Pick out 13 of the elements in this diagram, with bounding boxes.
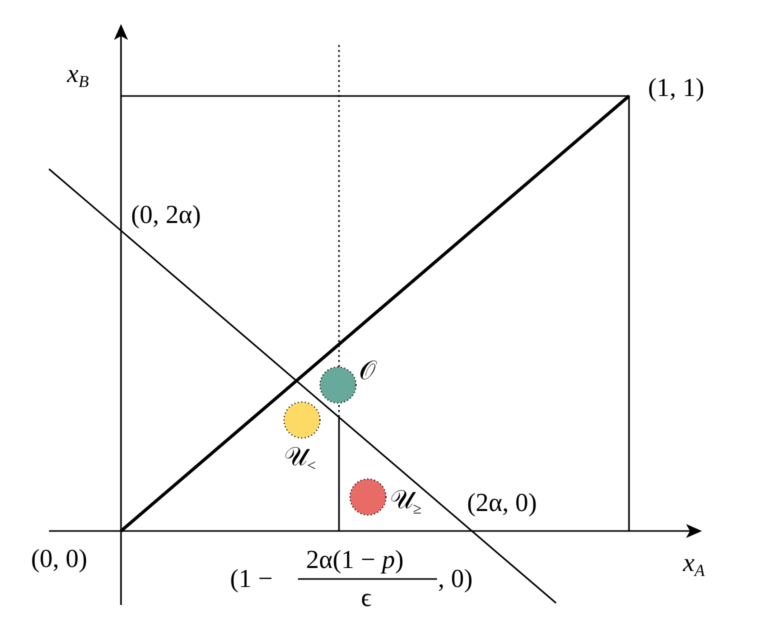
coordinate-label: (2α, 0) bbox=[467, 489, 537, 518]
region-label: 𝒰$_{<}$ bbox=[283, 441, 317, 476]
expression-text: , 0) bbox=[438, 565, 473, 594]
fraction-denominator: ϵ bbox=[361, 584, 372, 613]
region-label: 𝒪 bbox=[358, 355, 378, 387]
coordinate-label: (0, 2α) bbox=[131, 201, 201, 230]
region-label: 𝒰$_{≥}$ bbox=[389, 484, 423, 519]
fraction-numerator: 2α(1 − p) bbox=[306, 546, 404, 575]
coordinate-label: (1, 1) bbox=[648, 74, 704, 103]
axis-label: x$_{B}$ bbox=[67, 60, 89, 89]
expression-text: (1 − bbox=[230, 565, 273, 594]
coordinate-label: (0, 0) bbox=[31, 545, 88, 574]
axis-label: x$_{A}$ bbox=[683, 549, 705, 578]
